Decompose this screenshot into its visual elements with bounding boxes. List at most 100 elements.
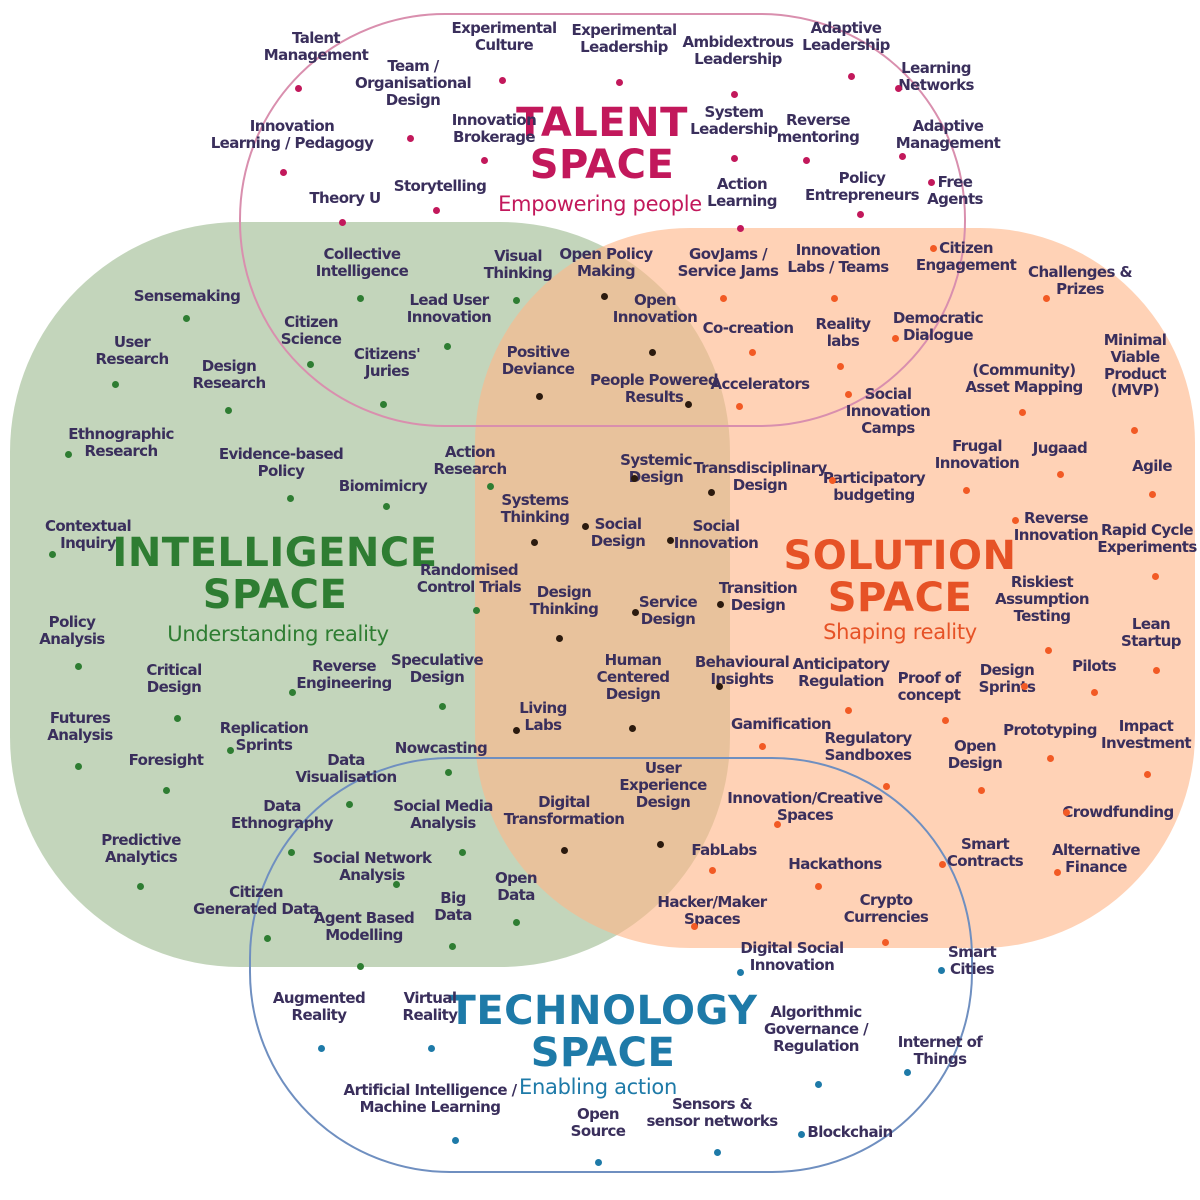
- method-dot-innovation-labs: [830, 294, 838, 302]
- method-dot-reverse-innovation: [1011, 516, 1019, 524]
- method-label-algorithmic-governance: Algorithmic Governance / Regulation: [763, 1003, 869, 1055]
- solution-space-title: SOLUTION SPACE: [783, 533, 1017, 621]
- method-dot-service-design: [631, 608, 639, 616]
- intelligence-space-subtitle: Understanding reality: [167, 622, 389, 646]
- method-dot-action-research: [486, 482, 494, 490]
- method-label-crowdfunding: Crowdfunding: [1062, 803, 1174, 821]
- method-dot-system-leadership: [730, 154, 738, 162]
- method-dot-storytelling: [432, 206, 440, 214]
- method-label-sensemaking: Sensemaking: [133, 287, 241, 305]
- method-label-citizen-engagement: Citizen Engagement: [915, 239, 1017, 274]
- method-label-challenges-prizes: Challenges & Prizes: [1028, 263, 1132, 298]
- method-dot-social-design: [581, 522, 589, 530]
- method-dot-policy-entrepreneurs: [856, 210, 864, 218]
- method-dot-hackathons: [814, 882, 822, 890]
- method-dot-open-design: [977, 786, 985, 794]
- method-label-pilots: Pilots: [1071, 657, 1117, 675]
- method-label-adaptive-management: Adaptive Management: [895, 117, 1001, 152]
- method-label-design-research: Design Research: [192, 357, 266, 392]
- method-label-service-design: Service Design: [638, 593, 698, 628]
- method-label-artificial-intelligence: Artificial Intelligence / Machine Learni…: [343, 1081, 517, 1116]
- method-dot-innovation-brokerage: [480, 156, 488, 164]
- method-label-biomimicry: Biomimicry: [338, 477, 428, 495]
- method-dot-transdisciplinary-design: [707, 488, 715, 496]
- method-dot-reality-labs: [836, 362, 844, 370]
- method-label-user-research: User Research: [95, 333, 169, 368]
- method-dot-action-learning: [736, 224, 744, 232]
- method-label-crypto-currencies: Crypto Currencies: [843, 891, 929, 926]
- method-label-ambidextrous-leadership: Ambidextrous Leadership: [682, 33, 795, 68]
- method-label-open-source: Open Source: [570, 1105, 626, 1140]
- method-dot-reverse-engineering: [288, 688, 296, 696]
- method-label-talent-management: Talent Management: [263, 29, 369, 64]
- method-label-visual-thinking: Visual Thinking: [483, 247, 553, 282]
- method-label-participatory-budgeting: Participatory budgeting: [822, 469, 926, 504]
- method-dot-crypto-currencies: [881, 938, 889, 946]
- method-dot-accelerators: [735, 402, 743, 410]
- method-label-system-leadership: System Leadership: [690, 103, 778, 138]
- method-label-data-ethnography: Data Ethnography: [231, 797, 334, 832]
- method-label-human-centered-design: Human Centered Design: [596, 651, 670, 703]
- talent-space-outline: [239, 13, 966, 427]
- method-label-design-sprints: Design Sprints: [978, 661, 1036, 696]
- method-label-innovation-brokerage: Innovation Brokerage: [451, 111, 537, 146]
- method-label-team-organisational-design: Team / Organisational Design: [354, 57, 472, 109]
- method-label-citizen-generated-data: Citizen Generated Data: [193, 883, 319, 918]
- method-dot-proof-of-concept: [941, 716, 949, 724]
- method-dot-lead-user-innovation: [443, 342, 451, 350]
- method-dot-open-innovation: [648, 348, 656, 356]
- method-label-design-thinking: Design Thinking: [529, 583, 599, 618]
- method-dot-replication-sprints: [226, 746, 234, 754]
- method-dot-artificial-intelligence: [451, 1136, 459, 1144]
- method-dot-systemic-design: [630, 474, 638, 482]
- method-dot-ethnographic-research: [64, 450, 72, 458]
- method-dot-crowdfunding: [1062, 808, 1070, 816]
- method-label-policy-analysis: Policy Analysis: [39, 613, 105, 648]
- method-dot-systems-thinking: [530, 538, 538, 546]
- method-label-social-innovation: Social Innovation: [673, 517, 759, 552]
- method-label-storytelling: Storytelling: [393, 177, 487, 195]
- method-label-learning-networks: Learning Networks: [898, 59, 974, 94]
- method-label-nowcasting: Nowcasting: [394, 739, 488, 757]
- method-dot-jugaad: [1056, 470, 1064, 478]
- method-dot-citizen-engagement: [929, 244, 937, 252]
- talent-space-subtitle: Empowering people: [498, 192, 702, 216]
- method-dot-sensemaking: [182, 314, 190, 322]
- method-dot-social-network-analysis: [392, 880, 400, 888]
- method-dot-challenges-prizes: [1042, 294, 1050, 302]
- method-label-agent-based-modelling: Agent Based Modelling: [313, 909, 415, 944]
- method-dot-speculative-design: [438, 702, 446, 710]
- method-label-open-policy-making: Open Policy Making: [559, 245, 653, 280]
- method-dot-citizens-juries: [379, 400, 387, 408]
- method-dot-reverse-mentoring: [802, 156, 810, 164]
- method-label-systemic-design: Systemic Design: [620, 451, 692, 486]
- method-label-smart-cities: Smart Cities: [947, 943, 997, 978]
- method-label-experimental-leadership: Experimental Leadership: [571, 21, 677, 56]
- method-dot-behavioural-insights: [715, 682, 723, 690]
- method-dot-contextual-inquiry: [48, 550, 56, 558]
- method-label-social-design: Social Design: [590, 515, 646, 550]
- method-label-frugal-innovation: Frugal Innovation: [934, 437, 1020, 472]
- method-label-co-creation: Co-creation: [702, 319, 794, 337]
- method-label-rapid-cycle-experiments: Rapid Cycle Experiments: [1097, 521, 1197, 556]
- method-dot-gamification: [758, 742, 766, 750]
- method-label-open-design: Open Design: [947, 737, 1003, 772]
- method-dot-big-data: [448, 942, 456, 950]
- method-dot-internet-of-things: [903, 1068, 911, 1076]
- method-dot-policy-analysis: [74, 662, 82, 670]
- method-label-minimal-viable-product: Minimal Viable Product (MVP): [1103, 331, 1167, 400]
- method-label-hackathons: Hackathons: [788, 855, 882, 873]
- method-dot-people-powered-results: [684, 400, 692, 408]
- method-dot-design-research: [224, 406, 232, 414]
- method-dot-citizen-science: [306, 360, 314, 368]
- method-dot-community-asset-mapping: [1018, 408, 1026, 416]
- method-dot-data-ethnography: [287, 848, 295, 856]
- method-dot-learning-networks: [894, 84, 902, 92]
- method-label-innovation-labs: Innovation Labs / Teams: [787, 241, 889, 276]
- method-label-prototyping: Prototyping: [1003, 721, 1097, 739]
- method-label-evidence-based-policy: Evidence-based Policy: [218, 445, 344, 480]
- method-label-people-powered-results: People Powered Results: [590, 371, 719, 406]
- method-label-contextual-inquiry: Contextual Inquiry: [44, 517, 132, 552]
- solution-space-region: [475, 228, 1195, 948]
- method-label-blockchain: Blockchain: [807, 1123, 893, 1141]
